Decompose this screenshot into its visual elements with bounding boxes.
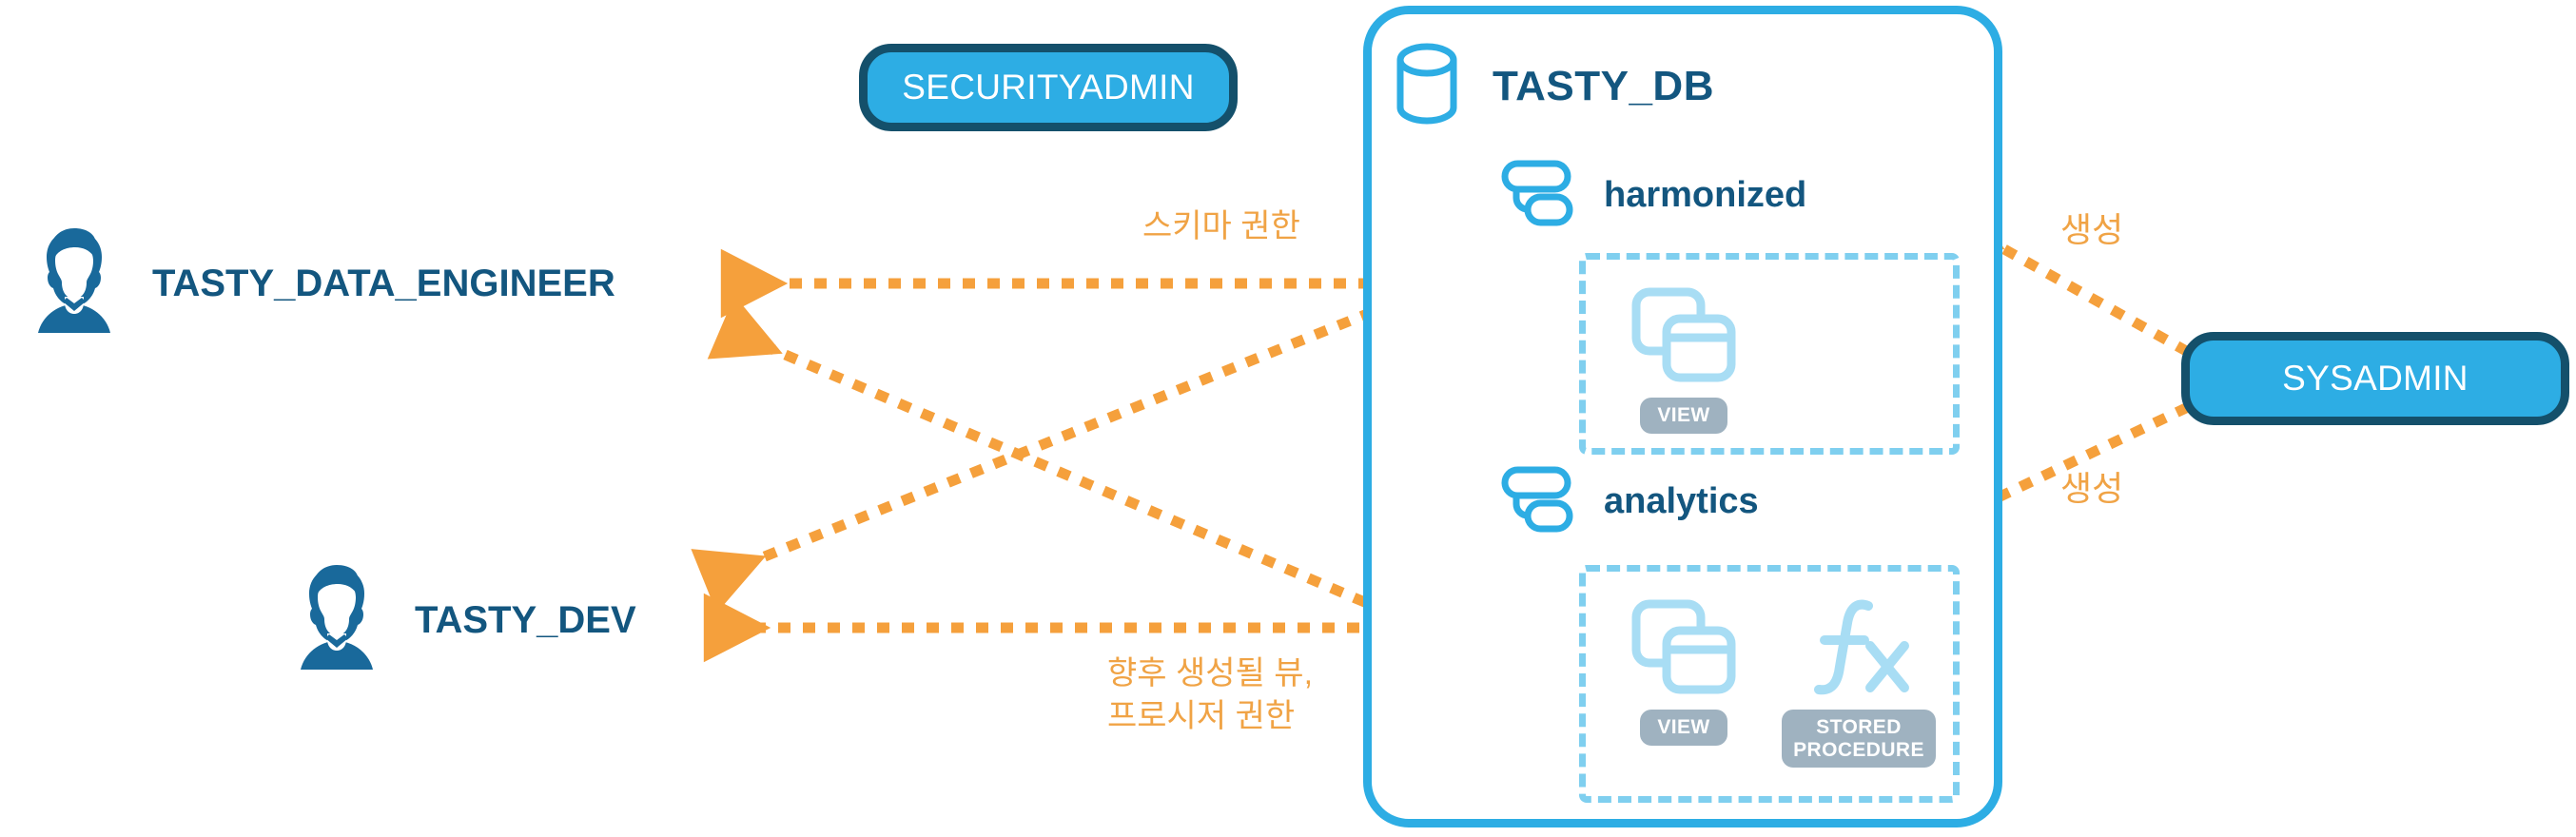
schema-icon <box>1492 466 1573 537</box>
object-badge-view: VIEW <box>1640 710 1727 746</box>
object-badge-stored-procedure: STORED PROCEDURE <box>1782 710 1936 769</box>
user-icon <box>285 563 388 678</box>
database-header: TASTY_DB <box>1394 42 1714 130</box>
actor-tasty-dev-label: TASTY_DEV <box>415 599 636 641</box>
user-icon <box>23 226 126 341</box>
object-badge-view: VIEW <box>1640 398 1727 434</box>
database-cylinder-icon <box>1394 42 1460 130</box>
schema-name-harmonized: harmonized <box>1604 175 1807 215</box>
role-badge-sysadmin[interactable]: SYSADMIN <box>2181 332 2569 425</box>
wire-future-grant-engineer <box>707 295 1436 637</box>
object-box-harmonized: VIEW <box>1579 253 1960 455</box>
object-box-analytics: VIEW STORED PROCEDURE <box>1579 565 1960 803</box>
role-badge-securityadmin[interactable]: SECURITYADMIN <box>859 44 1238 131</box>
actor-tasty-data-engineer-label: TASTY_DATA_ENGINEER <box>152 263 615 304</box>
view-table-icon <box>1630 598 1737 702</box>
object-stored-procedure-analytics[interactable]: STORED PROCEDURE <box>1782 598 1936 769</box>
annotation-schema-grant: 스키마 권한 <box>1142 208 1300 244</box>
function-fx-icon <box>1805 598 1912 702</box>
annotation-create-harmonized: 생성 <box>2060 210 2124 249</box>
view-table-icon <box>1630 286 1737 390</box>
role-badge-securityadmin-label: SECURITYADMIN <box>902 68 1195 107</box>
schema-icon <box>1492 160 1573 231</box>
actor-tasty-dev[interactable]: TASTY_DEV <box>285 563 636 678</box>
database-title: TASTY_DB <box>1493 62 1714 109</box>
object-view-analytics[interactable]: VIEW <box>1612 598 1755 746</box>
actor-tasty-data-engineer[interactable]: TASTY_DATA_ENGINEER <box>23 226 615 341</box>
schema-row-analytics[interactable]: analytics <box>1492 466 1759 537</box>
annotation-future-grant: 향후 생성될 뷰, 프로시저 권한 <box>1107 655 1314 734</box>
wire-schema-grant-dev <box>691 297 1398 613</box>
object-view-harmonized[interactable]: VIEW <box>1612 286 1755 434</box>
schema-row-harmonized[interactable]: harmonized <box>1492 160 1806 231</box>
schema-name-analytics: analytics <box>1604 481 1759 521</box>
role-badge-sysadmin-label: SYSADMIN <box>2282 359 2469 398</box>
annotation-create-analytics: 생성 <box>2060 469 2124 508</box>
